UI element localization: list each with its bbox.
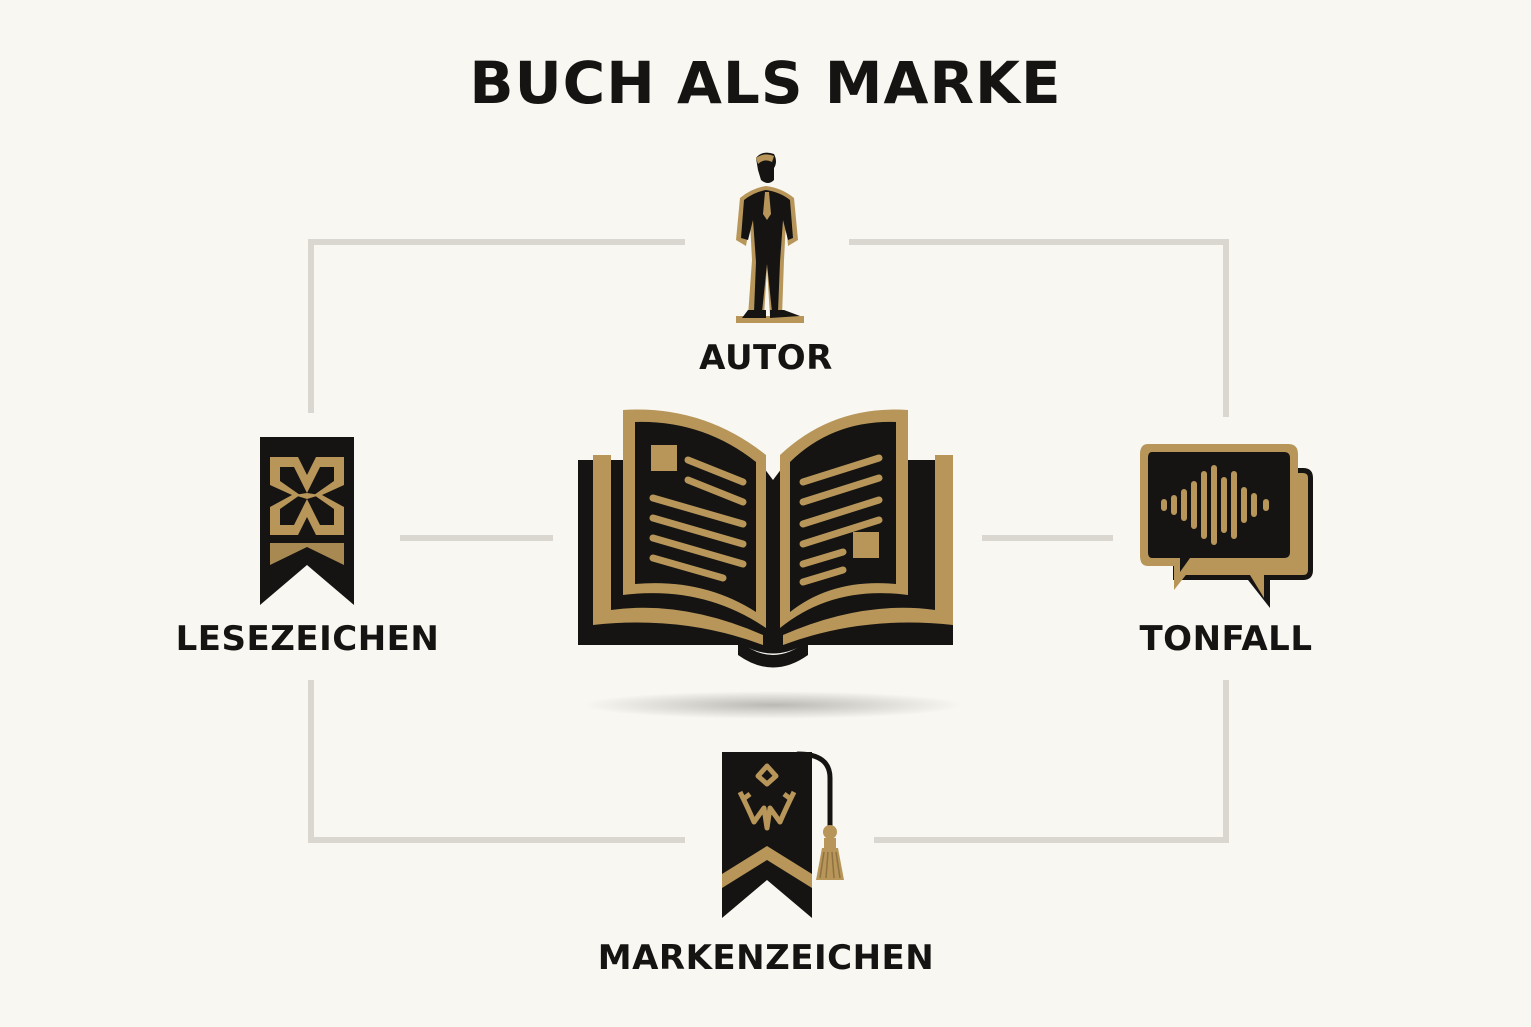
node-label-tonfall: TONFALL [1139, 619, 1313, 659]
connector-top-left [308, 239, 685, 413]
bookmark-icon [260, 437, 354, 605]
person-silhouette-icon [736, 152, 804, 323]
speech-bubble-waveform-icon [1140, 444, 1313, 608]
connector-bottom-left [308, 680, 685, 843]
tassel-bookmark-emblem-icon [722, 751, 844, 918]
diagram-title: BUCH ALS MARKE [469, 49, 1062, 117]
node-label-autor: AUTOR [699, 338, 833, 378]
connector-bottom-right [874, 680, 1229, 843]
node-label-markenzeichen: MARKENZEICHEN [597, 938, 935, 978]
connector-top-right [849, 239, 1229, 417]
node-label-lesezeichen: LESEZEICHEN [175, 619, 440, 659]
open-book-icon [578, 409, 963, 719]
